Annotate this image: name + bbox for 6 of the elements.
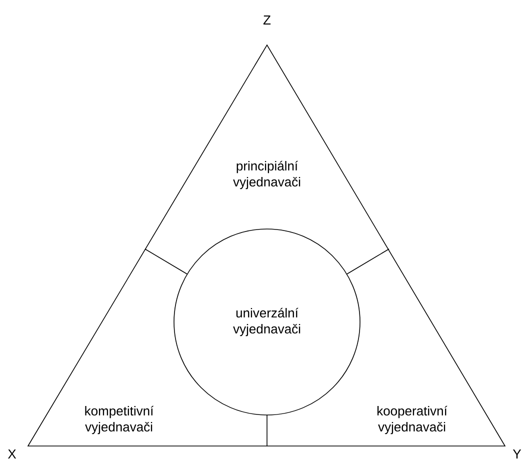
region-label: kompetitivní vyjednavači: [85, 406, 154, 434]
corner-label: X: [8, 450, 16, 458]
region-label: kooperativní vyjednavači: [377, 406, 448, 434]
corner-label: Y: [512, 450, 522, 458]
corner-label: Z: [263, 16, 271, 24]
region-label: principiální vyjednavači: [233, 160, 300, 190]
